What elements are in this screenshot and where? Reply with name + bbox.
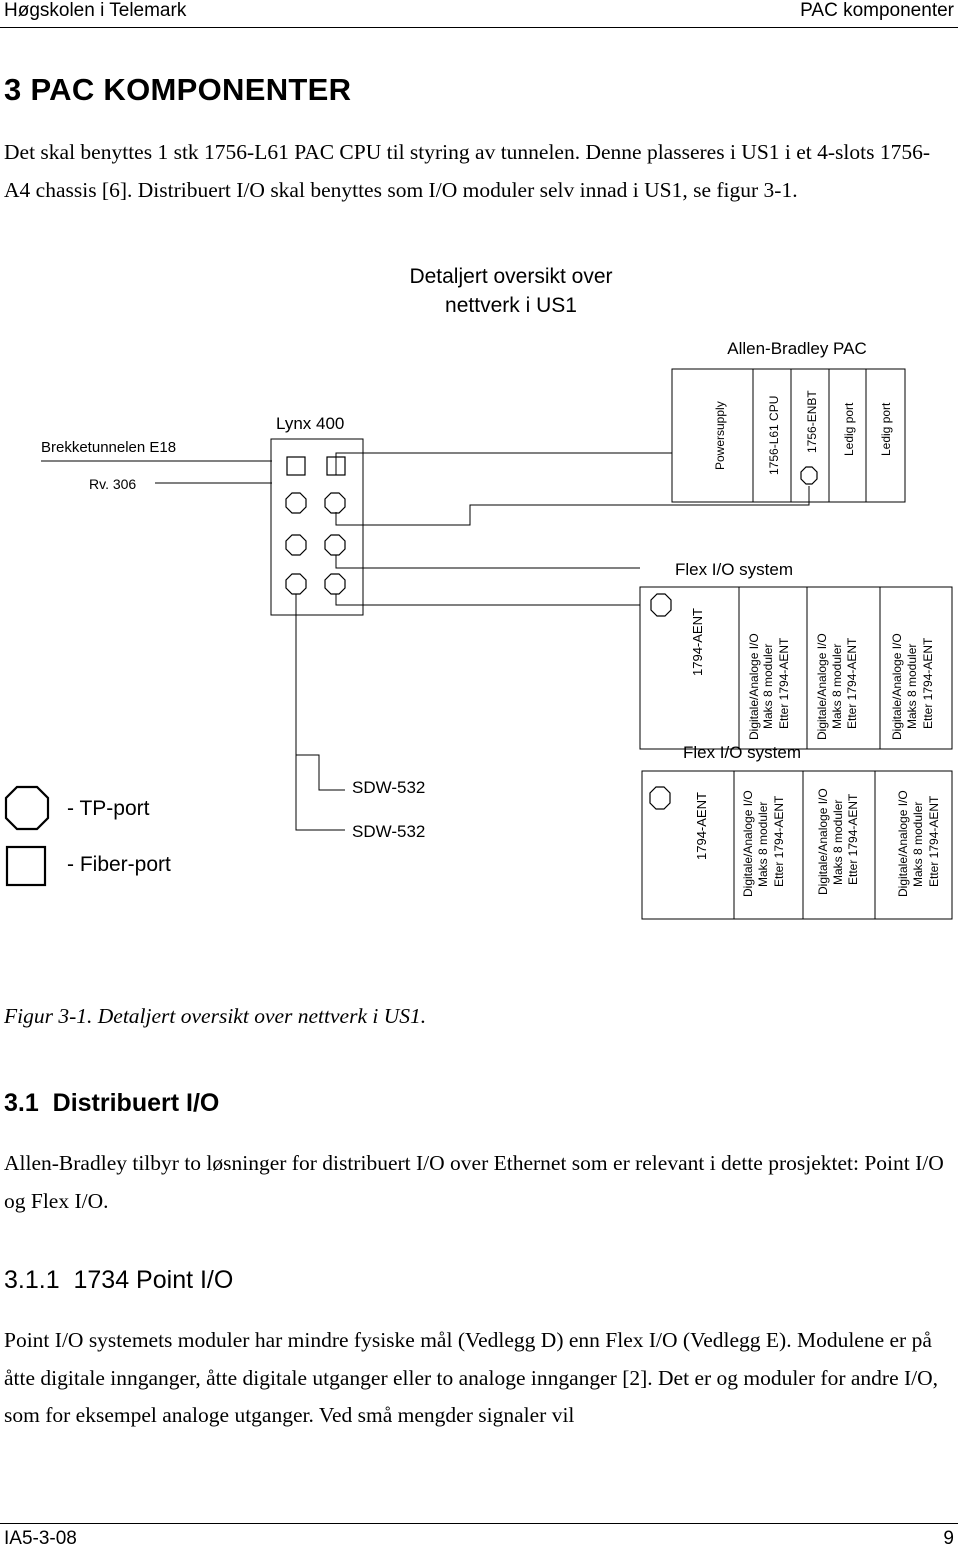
flex1-module-3: Digitale/Analoge I/O Maks 8 moduler Ette… <box>890 633 935 740</box>
subsubsection-paragraph: Point I/O systemets moduler har mindre f… <box>4 1328 939 1427</box>
link-to-sdw-2 <box>295 755 345 831</box>
figure-title-line2: nettverk i US1 <box>445 294 577 317</box>
tp-link-to-enbt <box>335 486 810 526</box>
flex1-module-1-line2: Maks 8 moduler <box>761 644 775 729</box>
switch-label: Lynx 400 <box>276 414 344 433</box>
flex2-module-3-line1: Digitale/Analoge I/O <box>896 790 910 897</box>
header-institution: Høgskolen i Telemark <box>4 0 187 21</box>
flex2-module-3: Digitale/Analoge I/O Maks 8 moduler Ette… <box>896 790 941 897</box>
fiber-link-to-pac <box>335 452 672 475</box>
flex1-adapter: 1794-AENT <box>690 608 705 676</box>
flex2-module-1-line1: Digitale/Analoge I/O <box>741 790 755 897</box>
pac-slot-enbt: 1756-ENBT <box>805 390 819 453</box>
subsection-title: 3.1 Distribuert I/O <box>4 1089 220 1117</box>
pac-slot-free-1: Ledig port <box>842 402 856 456</box>
flex2-module-1-line3: Etter 1794-AENT <box>772 795 786 887</box>
tp-port-icon <box>285 492 307 514</box>
subsection-paragraph: Allen-Bradley tilbyr to løsninger for di… <box>4 1151 944 1213</box>
flex2-module-3-line2: Maks 8 moduler <box>911 802 925 887</box>
pac-slot-powersupply: Powersupply <box>713 401 727 470</box>
flex1-module-2: Digitale/Analoge I/O Maks 8 moduler Ette… <box>815 633 859 740</box>
flex2-module-1-line2: Maks 8 moduler <box>756 802 770 887</box>
tunnel-label: Brekketunnelen E18 <box>41 439 176 456</box>
flex1-module-3-line3: Etter 1794-AENT <box>921 637 935 729</box>
pac-chassis <box>671 368 906 503</box>
tp-link-to-flex1-port <box>335 594 640 606</box>
flex1-module-1: Digitale/Analoge I/O Maks 8 moduler Ette… <box>747 633 791 740</box>
figure-caption: Figur 3-1. Detaljert oversikt over nettv… <box>4 1004 427 1028</box>
tp-port-icon <box>649 786 671 810</box>
tp-port-icon <box>324 573 346 595</box>
flex1-module-3-line2: Maks 8 moduler <box>905 644 919 729</box>
flex1-module-2-line3: Etter 1794-AENT <box>845 637 859 729</box>
flex1-module-1-line3: Etter 1794-AENT <box>777 637 791 729</box>
intro-paragraph: Det skal benyttes 1 stk 1756-L61 PAC CPU… <box>4 140 931 202</box>
tp-link-to-flex1 <box>335 555 640 569</box>
flex1-module-1-line1: Digitale/Analoge I/O <box>747 633 761 740</box>
legend-fiber-label: - Fiber-port <box>67 853 171 876</box>
legend-fiber-icon <box>5 845 47 887</box>
flex1-label: Flex I/O system <box>675 560 793 579</box>
header-chapter: PAC komponenter <box>800 0 954 21</box>
pac-slot-free-2: Ledig port <box>879 402 893 456</box>
flex2-chassis <box>641 770 953 920</box>
network-diagram: Detaljert oversikt over nettverk i US1 B… <box>4 265 953 920</box>
figure-title-line1: Detaljert oversikt over <box>409 265 612 288</box>
legend-tp-label: - TP-port <box>67 797 150 820</box>
section-title: 3 PAC KOMPONENTER <box>4 72 352 107</box>
footer-doc-id: IA5-3-08 <box>4 1528 77 1549</box>
lynx-switch-box <box>270 438 364 616</box>
flex2-module-2: Digitale/Analoge I/O Maks 8 moduler Ette… <box>816 788 860 895</box>
tp-port-icon <box>285 534 307 556</box>
header-divider <box>0 27 958 28</box>
flex2-module-2-line1: Digitale/Analoge I/O <box>816 788 830 895</box>
sdw-label-2: SDW-532 <box>352 822 425 841</box>
flex2-module-1: Digitale/Analoge I/O Maks 8 moduler Ette… <box>741 790 786 897</box>
tp-port-icon <box>324 534 346 556</box>
subsubsection-title: 3.1.1 1734 Point I/O <box>4 1266 234 1294</box>
tp-port-icon <box>324 492 346 514</box>
flex2-module-2-line3: Etter 1794-AENT <box>846 793 860 885</box>
link-to-sdw-1 <box>295 594 345 791</box>
tp-port-icon <box>800 466 818 485</box>
tp-port-icon <box>285 573 307 595</box>
flex1-module-2-line1: Digitale/Analoge I/O <box>815 633 829 740</box>
fiber-port-icon <box>286 456 306 476</box>
flex1-module-3-line1: Digitale/Analoge I/O <box>890 633 904 740</box>
flex2-module-3-line3: Etter 1794-AENT <box>927 795 941 887</box>
flex2-label: Flex I/O system <box>683 743 801 762</box>
flex1-module-2-line2: Maks 8 moduler <box>830 644 844 729</box>
legend-tp-icon <box>4 785 50 831</box>
flex2-module-2-line2: Maks 8 moduler <box>831 800 845 885</box>
sdw-label-1: SDW-532 <box>352 778 425 797</box>
flex2-adapter: 1794-AENT <box>694 792 709 860</box>
page-number: 9 <box>943 1528 954 1549</box>
flex1-chassis <box>639 586 953 750</box>
tp-port-icon <box>650 593 672 617</box>
footer-divider <box>0 1523 958 1524</box>
pac-label: Allen-Bradley PAC <box>727 339 867 358</box>
rv-label: Rv. 306 <box>89 476 136 492</box>
pac-slot-cpu: 1756-L61 CPU <box>767 396 781 475</box>
